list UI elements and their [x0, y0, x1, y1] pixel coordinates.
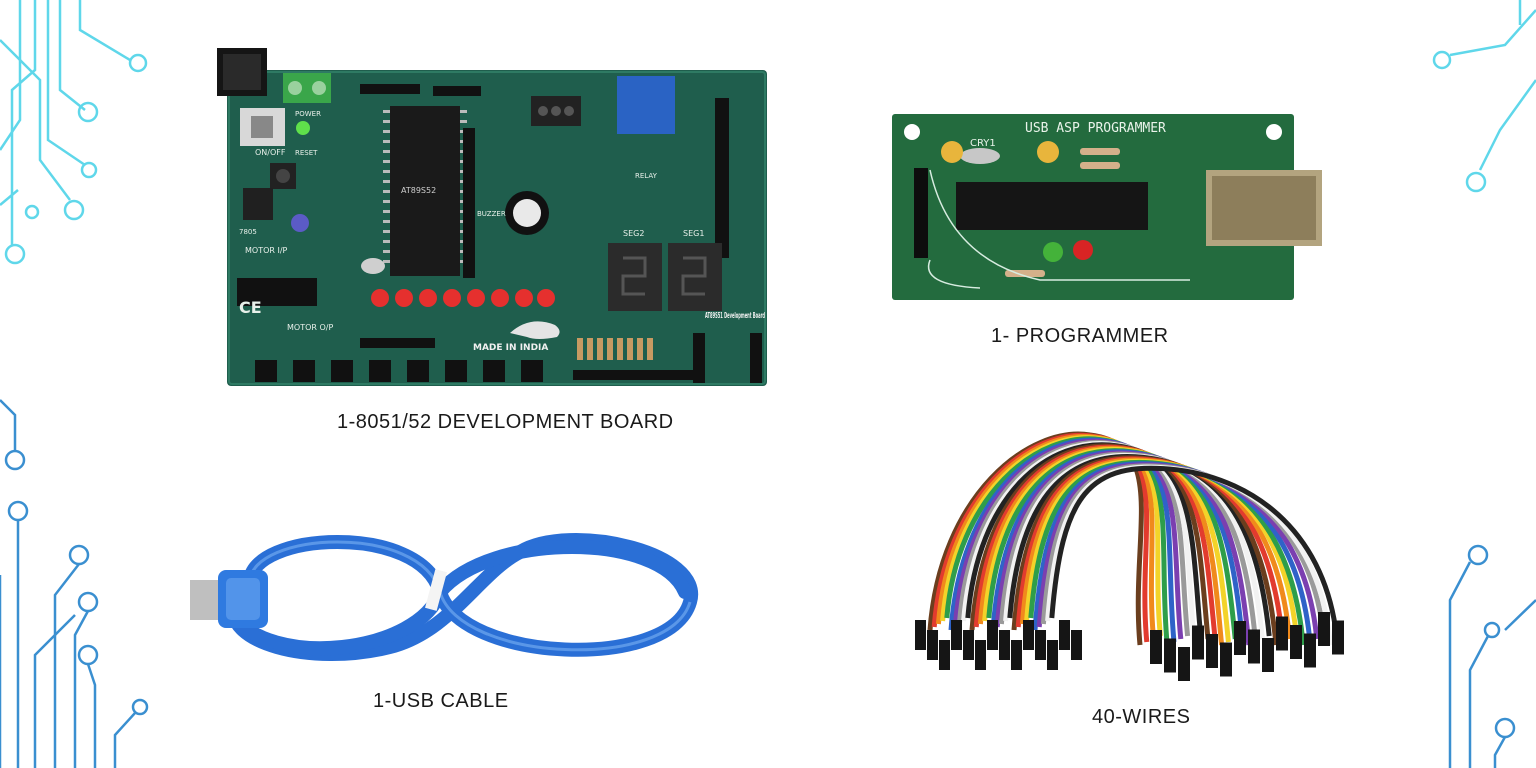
wire-connector-left: [927, 630, 938, 660]
wire-connector-left: [975, 640, 986, 670]
buzzer-label: BUZZER: [477, 210, 506, 218]
wire-connector-left: [951, 620, 962, 650]
wire-connector-right: [1290, 625, 1302, 659]
chip-label: AT89S52: [401, 186, 436, 195]
wire-connector-left: [1047, 640, 1058, 670]
board-name-label: AT89S51 Development Board: [705, 311, 765, 320]
wire-connector-left: [1035, 630, 1046, 660]
wire-connector-right: [1206, 634, 1218, 668]
onoff-label: ON/OFF: [255, 148, 286, 157]
development-board-image: POWER ON/OFF RESET 7805 MOTOR I/P MOTOR …: [215, 48, 770, 388]
wire-connector-left: [987, 620, 998, 650]
ce-mark: CE: [239, 298, 262, 317]
wire-connector-left: [1059, 620, 1070, 650]
circuit-decoration-bottom-right: [1448, 544, 1536, 768]
circuit-decoration-top-left: [0, 0, 148, 265]
caption-usb-cable: 1-USB CABLE: [373, 690, 509, 712]
made-in-india-label: MADE IN INDIA: [473, 343, 548, 353]
wire-connector-right: [1234, 621, 1246, 655]
wire-connector-left: [1011, 640, 1022, 670]
power-label: POWER: [295, 110, 321, 118]
wire-connector-right: [1192, 625, 1204, 660]
regulator-label: 7805: [239, 228, 257, 236]
wire-connector-left: [915, 620, 926, 650]
wire-connector-right: [1304, 633, 1316, 668]
reset-label: RESET: [295, 149, 318, 157]
relay-label: RELAY: [635, 172, 658, 180]
jumper-wires-image: [910, 415, 1360, 695]
crystal-label: CRY1: [970, 138, 996, 149]
programmer-image: USB ASP PROGRAMMER CRY1: [890, 110, 1322, 302]
wire-connector-right: [1150, 630, 1162, 664]
wire-connector-right: [1318, 612, 1330, 646]
programmer-title: USB ASP PROGRAMMER: [1025, 121, 1166, 136]
wire-connector-left: [963, 630, 974, 660]
caption-programmer: 1- PROGRAMMER: [991, 325, 1169, 347]
caption-wires: 40-WIRES: [1092, 706, 1191, 728]
wire-connector-right: [1178, 647, 1190, 681]
wire-connector-left: [1023, 620, 1034, 650]
seg1-label: SEG1: [683, 229, 704, 238]
wire-connector-left: [1071, 630, 1082, 660]
wire-connector-right: [1248, 629, 1260, 664]
circuit-decoration-bottom-left: [0, 399, 149, 768]
seg2-label: SEG2: [623, 229, 644, 238]
motor-ip-label: MOTOR I/P: [245, 246, 288, 255]
motor-op-label: MOTOR O/P: [287, 323, 333, 332]
wire-connector-left: [999, 630, 1010, 660]
wire-connector-right: [1262, 638, 1274, 672]
caption-development-board: 1-8051/52 DEVELOPMENT BOARD: [337, 411, 674, 433]
wire-connector-right: [1332, 620, 1344, 655]
usb-cable-image: [190, 512, 710, 692]
wire-connector-right: [1276, 616, 1288, 651]
jumper-wire-strand: [1049, 465, 1340, 643]
wire-connector-left: [939, 640, 950, 670]
wire-connector-right: [1220, 642, 1232, 677]
circuit-decoration-top-right: [1432, 0, 1536, 193]
wire-connector-right: [1164, 638, 1176, 673]
